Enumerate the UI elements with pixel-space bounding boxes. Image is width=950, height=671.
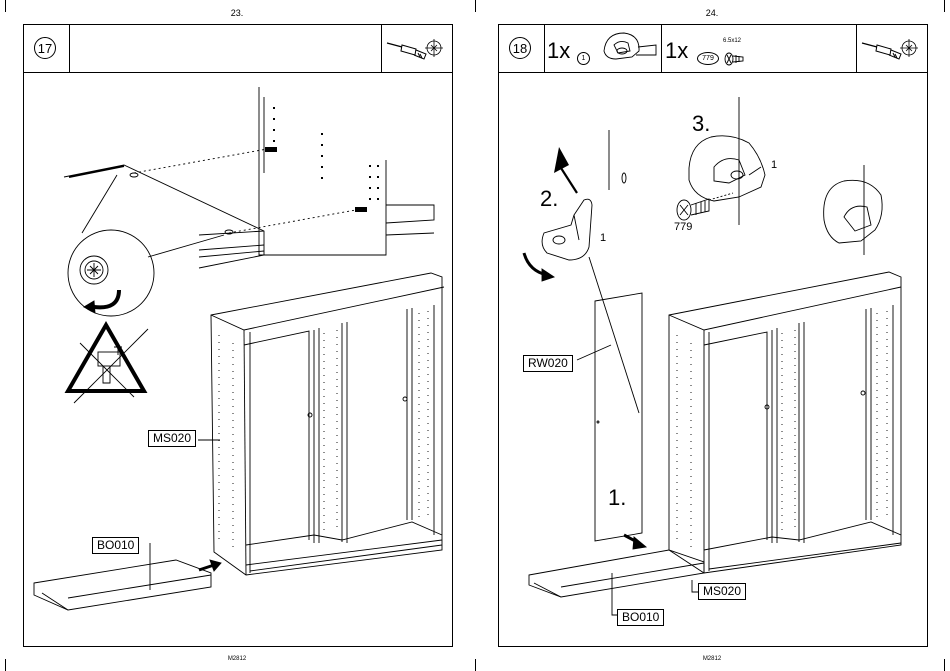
footer-code: M2812 bbox=[207, 656, 267, 662]
part-label-bo010: BO010 bbox=[617, 609, 664, 626]
crop-mark bbox=[944, 659, 945, 671]
callout-bracket: 1 bbox=[600, 232, 606, 244]
sequence-step-2: 2. bbox=[540, 186, 558, 212]
sequence-step-3: 3. bbox=[692, 111, 710, 137]
left-instruction-page: 17 bbox=[23, 24, 453, 647]
part-label-rw020: RW020 bbox=[523, 355, 573, 372]
page-number: 24. bbox=[682, 8, 742, 18]
crop-mark bbox=[944, 0, 945, 12]
callout-screw: 779 bbox=[674, 221, 692, 233]
crop-mark bbox=[475, 659, 476, 671]
callout-bracket: 1 bbox=[771, 159, 777, 171]
footer-code: M2812 bbox=[682, 656, 742, 662]
part-label-ms020: MS020 bbox=[148, 430, 196, 447]
crop-mark bbox=[5, 659, 6, 671]
sequence-step-1: 1. bbox=[608, 485, 626, 511]
assembly-drawing bbox=[499, 25, 929, 648]
crop-mark bbox=[475, 0, 476, 12]
part-label-bo010: BO010 bbox=[92, 537, 139, 554]
page-number: 23. bbox=[207, 8, 267, 18]
crop-mark bbox=[5, 0, 6, 12]
right-instruction-page: 18 1x 1 1x 779 6.5x12 bbox=[498, 24, 928, 647]
part-label-ms020: MS020 bbox=[698, 583, 746, 600]
assembly-drawing bbox=[24, 25, 454, 648]
